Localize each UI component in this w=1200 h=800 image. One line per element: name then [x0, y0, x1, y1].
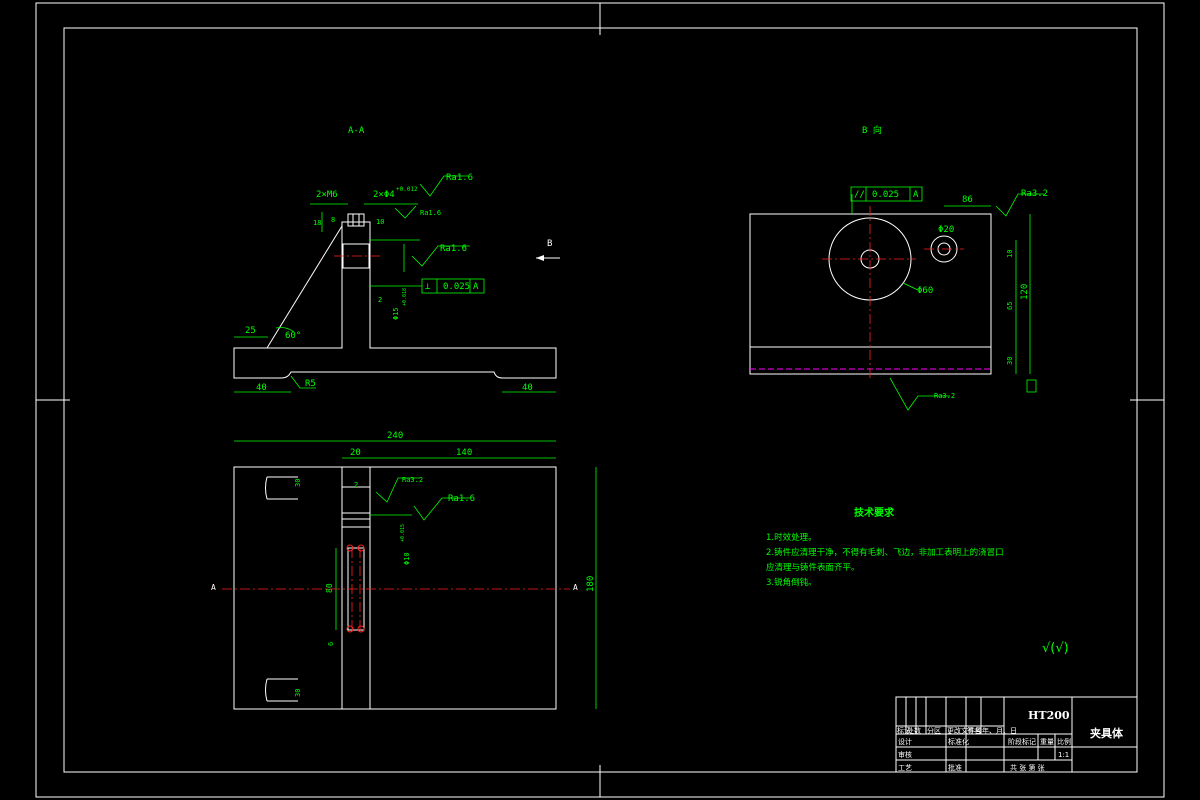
title-block: HT200 夹具体 标记 处数 分区 更改文件号 签名 年、月、日 设计 标准化… [895, 696, 1138, 773]
svg-text:20: 20 [350, 448, 361, 458]
svg-text:6: 6 [327, 642, 335, 646]
svg-text:更改文件号: 更改文件号 [947, 726, 982, 735]
svg-text:阶段标记: 阶段标记 [1008, 737, 1036, 746]
svg-text:比例: 比例 [1057, 737, 1071, 746]
svg-text:重量: 重量 [1040, 738, 1054, 746]
dim-overall: 240 [387, 431, 403, 441]
svg-text:Φ60: Φ60 [917, 286, 933, 296]
plan-outline [233, 466, 557, 710]
plan-section [341, 486, 371, 528]
svg-text:86: 86 [962, 195, 973, 205]
rib-edge [266, 225, 343, 349]
svg-text:年、月、日: 年、月、日 [982, 726, 1017, 735]
parallel-frame [850, 186, 923, 202]
svg-text://: // [854, 190, 865, 200]
sheet-frame [35, 2, 1165, 798]
section-a-a-view: A-A 2×M6 2×Φ4 +0.012 Ra1.6 Ra1.6 Ra1.6 [233, 126, 560, 393]
svg-text:2: 2 [354, 481, 358, 489]
dim-slot: 2×M6 [316, 190, 338, 200]
dim-r5: R5 [305, 379, 316, 389]
svg-text:Ra3.2: Ra3.2 [1021, 189, 1048, 199]
svg-text:A: A [573, 583, 578, 592]
section-title: A-A [348, 126, 365, 136]
svg-text:Ra3.2: Ra3.2 [934, 392, 955, 400]
svg-text:Ra1.6: Ra1.6 [420, 209, 441, 217]
svg-text:140: 140 [456, 448, 472, 458]
svg-text:批准: 批准 [948, 763, 962, 772]
section-body [233, 221, 557, 379]
svg-text:120: 120 [1020, 284, 1030, 300]
svg-text:A: A [211, 583, 216, 592]
svg-text:30: 30 [294, 479, 302, 487]
svg-text:设计: 设计 [898, 737, 912, 746]
svg-text:Ra1.6: Ra1.6 [448, 494, 475, 504]
svg-text:40: 40 [256, 383, 267, 393]
svg-text:共 张 第 张: 共 张 第 张 [1010, 763, 1045, 772]
dim-25: 25 [245, 326, 256, 336]
note-2: 2.铸件应清理干净，不得有毛刺、飞边，非加工表明上的浇冒口 [766, 547, 1004, 558]
svg-text:+0.018: +0.018 [402, 288, 408, 306]
svg-text:Φ20: Φ20 [938, 225, 954, 235]
svg-text:工艺: 工艺 [898, 764, 912, 772]
svg-text:18: 18 [313, 219, 321, 227]
svg-text:65: 65 [1006, 302, 1014, 310]
slot [347, 213, 365, 227]
svg-text:Φ10: Φ10 [403, 552, 411, 565]
svg-text:10: 10 [1006, 250, 1014, 258]
svg-text:8: 8 [331, 216, 335, 224]
dim-angle: 60° [285, 331, 301, 341]
view-b: B 向 // 0.025 A 86 Ra3.2 Φ20 Φ60 10 65 30… [749, 124, 1048, 411]
svg-text:分区: 分区 [927, 726, 941, 735]
dim-holes: 2×Φ4 [373, 190, 395, 200]
svg-text:1:1: 1:1 [1058, 751, 1069, 759]
svg-text:Φ15: Φ15 [392, 307, 400, 320]
svg-text:2: 2 [378, 296, 382, 304]
roughness-other: √(√) [1042, 641, 1069, 656]
view-b-title: B 向 [862, 124, 882, 136]
svg-text:审核: 审核 [898, 750, 912, 759]
b-arrow-label: B [547, 239, 552, 249]
svg-text:A: A [913, 190, 919, 200]
svg-text:30: 30 [294, 689, 302, 697]
note-1: 1.时效处理。 [766, 532, 817, 543]
svg-text:0.025: 0.025 [443, 282, 470, 292]
svg-text:30: 30 [1006, 357, 1014, 365]
perp-frame [421, 278, 485, 294]
view-b-outline [749, 213, 992, 375]
dim-height: 180 [586, 576, 596, 592]
svg-text:40: 40 [522, 383, 533, 393]
material: HT200 [1028, 709, 1070, 722]
svg-text:标准化: 标准化 [948, 737, 969, 746]
svg-text:80: 80 [325, 583, 334, 593]
roughness-top: Ra1.6 [446, 173, 473, 183]
technical-notes: 技术要求 1.时效处理。 2.铸件应清理干净，不得有毛刺、飞边，非加工表明上的浇… [766, 506, 1069, 656]
note-3: 3.锐角倒钝。 [766, 577, 817, 588]
svg-text:标记: 标记 [897, 726, 911, 735]
svg-text:⊥: ⊥ [425, 282, 431, 292]
svg-text:+0.015: +0.015 [400, 524, 406, 542]
svg-text:0.025: 0.025 [872, 190, 899, 200]
svg-text:Ra3.2: Ra3.2 [402, 476, 423, 484]
svg-text:签名: 签名 [967, 726, 981, 735]
notes-title: 技术要求 [854, 506, 895, 519]
svg-text:+0.012: +0.012 [396, 186, 418, 193]
svg-text:A: A [473, 282, 479, 292]
plan-view: 240 20 140 30 30 2 Ra3.2 Ra1.6 Φ10 +0.01… [211, 431, 597, 710]
note-2b: 应清理与铸件表面齐平。 [766, 562, 860, 573]
svg-text:10: 10 [376, 218, 384, 226]
svg-text:处数: 处数 [907, 726, 921, 735]
roughness-bore: Ra1.6 [440, 244, 467, 254]
part-name: 夹具体 [1090, 726, 1124, 740]
